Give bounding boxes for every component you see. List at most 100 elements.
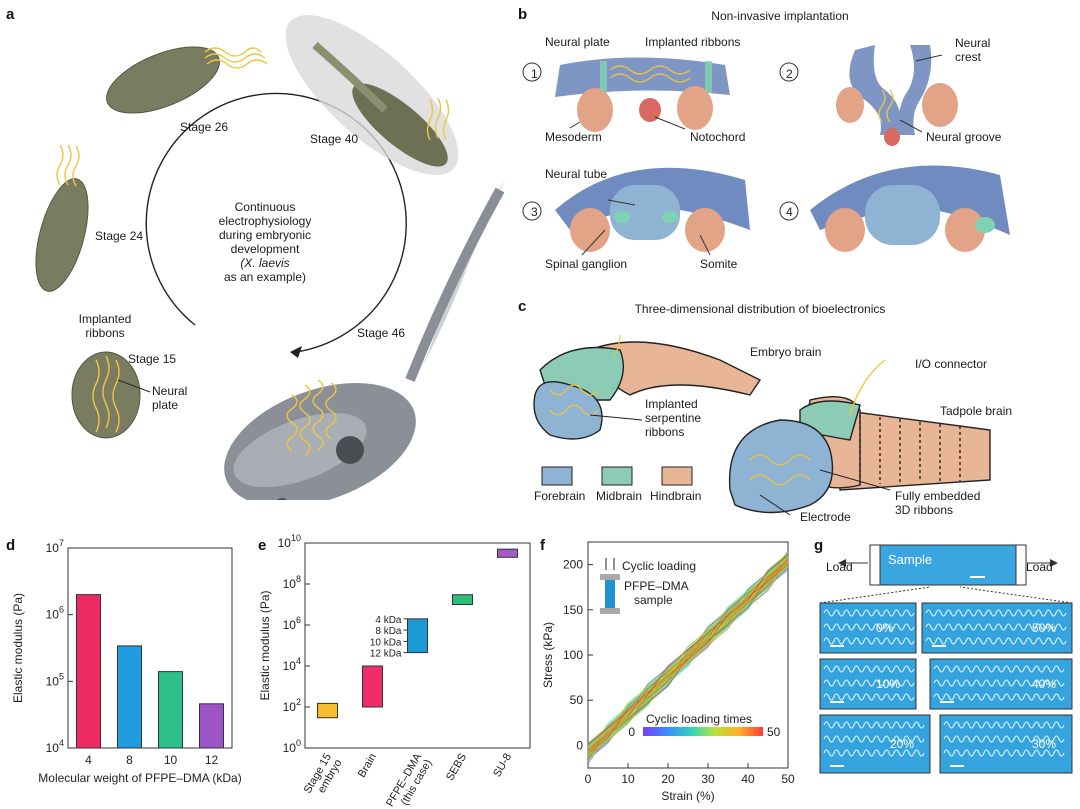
- range-bar-e: [362, 665, 383, 708]
- panel-a-label: a: [6, 6, 15, 23]
- panel-b-illustration: [522, 45, 1010, 256]
- range-bar-e: [497, 548, 518, 558]
- inset-sample-label-2: sample: [634, 593, 673, 607]
- stage40-label: Stage 40: [310, 132, 359, 146]
- step2-drawing: [836, 45, 958, 146]
- cycle-line-f: [587, 566, 789, 758]
- cycle-arrow: [145, 92, 407, 353]
- inset-grip-bottom: [600, 608, 620, 614]
- stage26-embryo: [106, 46, 268, 114]
- tadpole-brain-label: Tadpole brain: [940, 404, 1013, 418]
- panel-g-label: g: [814, 537, 824, 554]
- neural-plate-label: Neural plate: [545, 35, 610, 49]
- inset-label-e: 8 kDa: [375, 626, 402, 637]
- panel-d-label: d: [6, 537, 16, 554]
- xtick-label-e: Stage 15embryo: [302, 752, 345, 802]
- strain-label: 30%: [1032, 737, 1057, 751]
- xtick-label-f: 50: [781, 772, 795, 786]
- bar-d: [158, 671, 183, 749]
- serpentine-pattern: [823, 735, 925, 743]
- strain-label: 50%: [1032, 621, 1057, 635]
- ytick-label-e: 106: [283, 615, 301, 632]
- cycle-arrowhead: [290, 346, 302, 358]
- stage15-label: Stage 15: [128, 352, 177, 366]
- stage40-tadpole: [285, 15, 459, 175]
- colorbar-min-f: 0: [628, 725, 635, 739]
- xlabel-d: Molecular weight of PFPE–DMA (kDa): [38, 771, 241, 785]
- tadpole-brain: [728, 359, 991, 514]
- inset-sample: [605, 580, 615, 608]
- serpentine-pattern: [943, 735, 1065, 743]
- ytick-label-f: 150: [563, 603, 583, 617]
- inset-label-e: 4 kDa: [375, 615, 402, 626]
- ytick-label-e: 1010: [278, 533, 301, 550]
- serpentine-pattern: [933, 693, 1065, 701]
- serpentine-pattern: [943, 749, 1065, 757]
- stage46-label: Stage 46: [357, 326, 406, 340]
- step4-drawing: [810, 165, 1010, 252]
- xtick-label-f: 10: [621, 772, 635, 786]
- spinal-ganglion-label: Spinal ganglion: [545, 257, 628, 271]
- xtick-label-d: 12: [205, 753, 219, 767]
- bar-d: [76, 594, 101, 749]
- ytick-label-e: 100: [283, 738, 301, 755]
- range-bar-e: [452, 594, 473, 606]
- legend-midbrain-swatch: [601, 466, 633, 486]
- serpentine-pattern: [925, 609, 1067, 617]
- panel-b-label: b: [518, 6, 528, 23]
- ytick-label-f: 100: [563, 648, 583, 662]
- xtick-label-d: 8: [126, 753, 133, 767]
- inset-label-e: 10 kDa: [370, 637, 402, 648]
- xtick-label-f: 40: [741, 772, 755, 786]
- xtick-label-e: SEBS: [444, 752, 469, 783]
- ylabel-d: Elastic modulus (Pa): [11, 593, 25, 703]
- serpentine-pattern: [933, 679, 1065, 687]
- colorbar-max-f: 50: [767, 725, 781, 739]
- neural-groove-label: Neural groove: [926, 130, 1002, 144]
- load-left-label: Load: [826, 560, 853, 574]
- range-bar-e: [317, 702, 338, 719]
- load-right-label: Load: [1026, 560, 1053, 574]
- serpentine-pattern: [823, 721, 925, 729]
- stage24-embryo: [35, 144, 89, 292]
- bar-d: [117, 645, 142, 749]
- electrode-label: Electrode: [800, 510, 851, 524]
- legend-forebrain-swatch: [541, 466, 573, 486]
- panel-f-label: f: [540, 537, 545, 554]
- ylabel-f: Stress (kPa): [541, 622, 555, 688]
- mesoderm-label: Mesoderm: [545, 130, 602, 144]
- panel-c-title: Three-dimensional distribution of bioele…: [634, 302, 886, 316]
- stage15-embryo: [71, 351, 151, 439]
- step1-drawing: [555, 57, 730, 132]
- serpentine-pattern: [823, 609, 915, 617]
- ytick-label-f: 200: [563, 558, 583, 572]
- stage24-label: Stage 24: [95, 229, 144, 243]
- legend-midbrain: Midbrain: [596, 489, 643, 503]
- serpentine-pattern: [823, 693, 915, 701]
- strain-tile: [939, 714, 1073, 774]
- panel-b-title: Non-invasive implantation: [711, 9, 849, 23]
- xlabel-f: Strain (%): [661, 789, 714, 803]
- serpentine-pattern: [933, 665, 1065, 673]
- ytick-label-d: 104: [46, 738, 64, 755]
- ytick-label-f: 50: [570, 693, 584, 707]
- xtick-label-e: Brain: [356, 752, 379, 780]
- cycle-line-f: [587, 559, 789, 750]
- xtick-label-e: PFPE–DMA(this case): [384, 751, 435, 809]
- colorbar-f: [643, 727, 763, 736]
- ytick-label-e: 108: [283, 574, 301, 591]
- serpentine-pattern: [823, 749, 925, 757]
- step-2: 2: [786, 67, 793, 81]
- cycle-text: Continuous electrophysiology during embr…: [218, 200, 312, 284]
- cycle-line-f: [587, 563, 789, 755]
- panel-c-illustration: [533, 334, 991, 516]
- strain-label: 0%: [876, 621, 894, 635]
- sample-label: Sample: [888, 552, 933, 567]
- step-4: 4: [786, 205, 793, 219]
- somite-label: Somite: [700, 257, 738, 271]
